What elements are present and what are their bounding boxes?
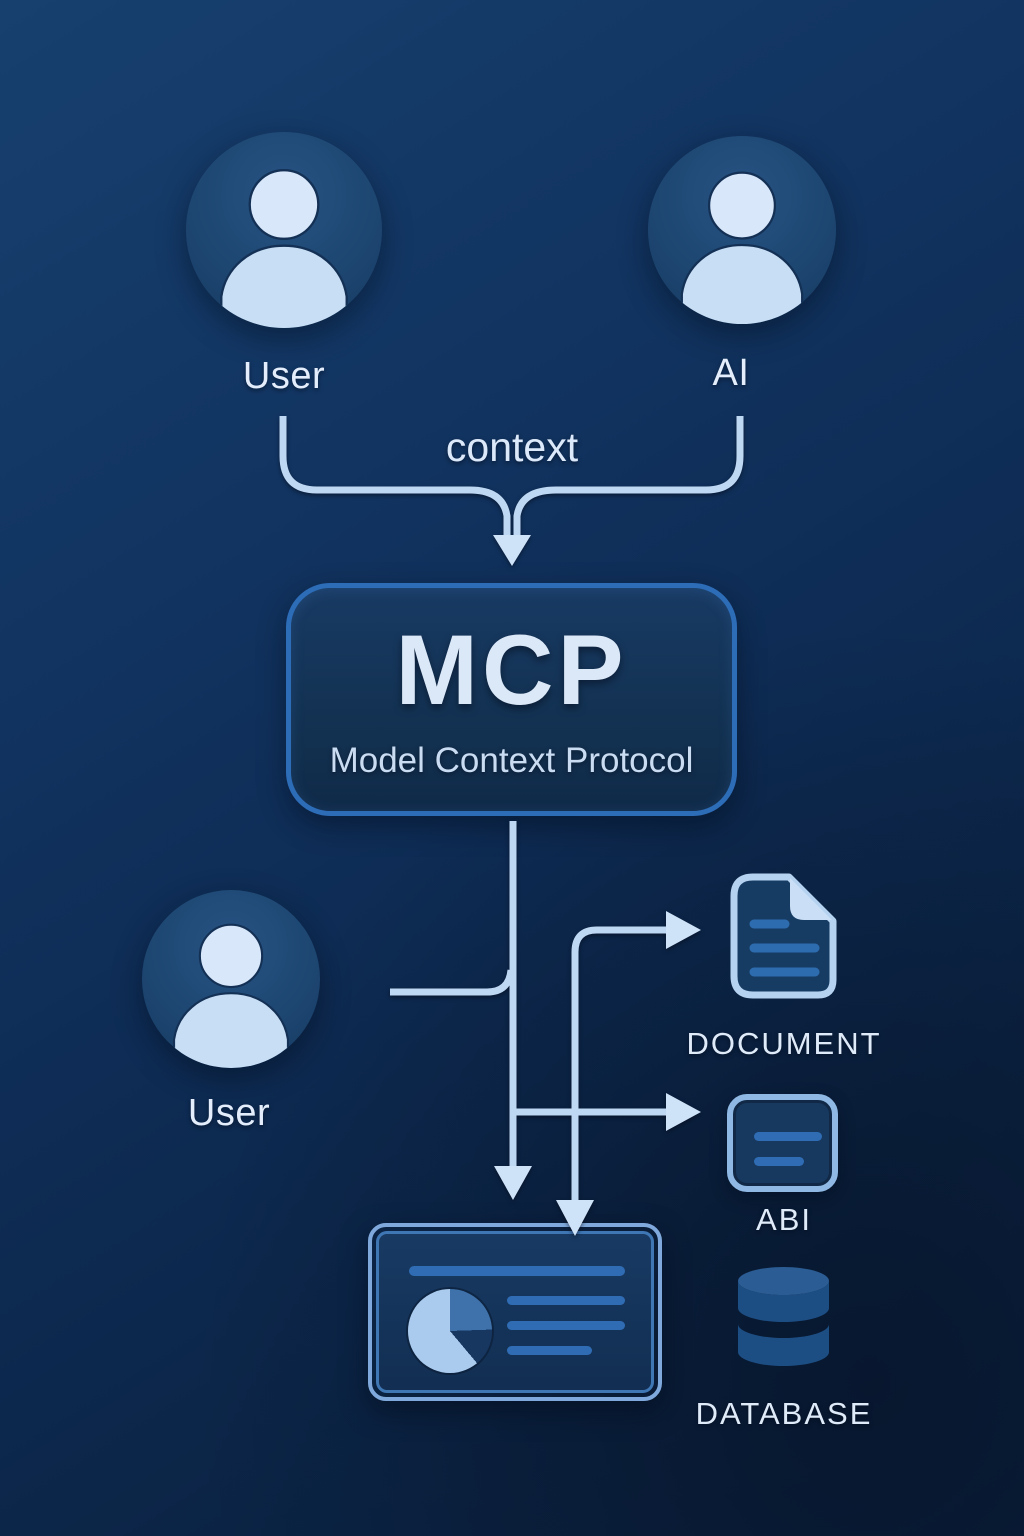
user-mid-connector <box>390 969 515 996</box>
dashboard-card-icon <box>368 1223 662 1401</box>
dashboard-title-bar <box>409 1266 625 1276</box>
dashboard-card-body <box>376 1231 654 1393</box>
context-label: context <box>445 424 579 470</box>
document-branch-connector <box>571 926 666 1200</box>
database-label: DATABASE <box>695 1396 873 1431</box>
pie-chart-icon <box>408 1289 492 1373</box>
abi-icon <box>727 1094 838 1192</box>
merge-arrowhead-icon <box>493 535 531 566</box>
mcp-subtitle: Model Context Protocol <box>329 741 694 780</box>
abi-arrowhead-icon <box>666 1093 701 1131</box>
ai-label: AI <box>712 352 750 394</box>
database-icon <box>738 1267 829 1366</box>
user-mid-label: User <box>187 1092 271 1134</box>
person-icon <box>220 169 348 328</box>
abi-line <box>754 1157 804 1166</box>
person-icon <box>172 923 290 1068</box>
user-top-label: User <box>242 355 326 397</box>
document-label: DOCUMENT <box>686 1026 882 1061</box>
dashboard-line <box>507 1296 625 1305</box>
mcp-title: MCP <box>395 614 628 725</box>
document-arrowhead-icon <box>666 911 701 949</box>
person-icon <box>680 171 804 324</box>
user-avatar-icon <box>186 132 382 328</box>
abi-line <box>754 1132 822 1141</box>
dashboard-line <box>507 1346 592 1355</box>
abi-label: ABI <box>756 1202 812 1237</box>
down-arrowhead-icon <box>494 1166 532 1200</box>
mcp-box: MCP Model Context Protocol <box>286 583 737 816</box>
document-icon <box>730 873 837 999</box>
dashboard-line <box>507 1321 625 1330</box>
ai-avatar-icon <box>648 136 836 324</box>
user-mid-avatar-icon <box>142 890 320 1068</box>
